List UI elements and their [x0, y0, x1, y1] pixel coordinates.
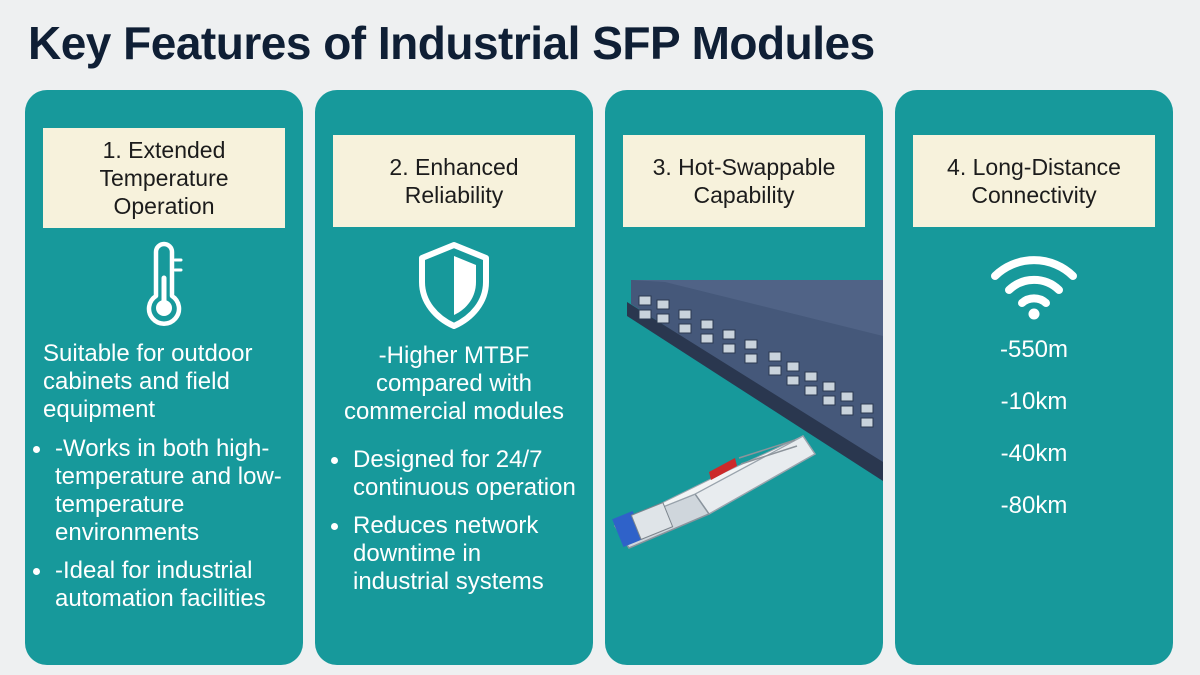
distance-item: -80km — [1000, 492, 1068, 519]
card-bullets-reliability: Designed for 24/7 continuous operation R… — [329, 446, 579, 606]
list-item: Reduces network downtime in industrial s… — [329, 512, 579, 596]
network-switch-with-sfp-module-illustration — [612, 280, 883, 549]
card-bullets-temperature: -Works in both high-temperature and low-… — [31, 435, 295, 623]
distance-list: -550m -10km -40km -80km — [895, 336, 1173, 544]
card-header-hot-swap: 3. Hot-Swappable Capability — [623, 135, 865, 227]
feature-card-temperature: 1. Extended Temperature Operation Suitab… — [25, 90, 303, 665]
feature-card-hot-swap: 3. Hot-Swappable Capability — [605, 90, 883, 665]
feature-card-long-distance: 4. Long-Distance Connectivity -550m -10k… — [895, 90, 1173, 665]
wifi-icon — [991, 256, 1077, 320]
list-item: -Works in both high-temperature and low-… — [31, 435, 295, 547]
feature-card-reliability: 2. Enhanced Reliability -Higher MTBF com… — [315, 90, 593, 665]
card-intro-temperature: Suitable for outdoor cabinets and field … — [43, 340, 253, 423]
card-header-long-distance: 4. Long-Distance Connectivity — [913, 135, 1155, 227]
distance-item: -10km — [1000, 388, 1068, 415]
list-item: -Ideal for industrial automation facilit… — [31, 557, 295, 613]
thermometer-icon — [146, 241, 183, 326]
card-header-reliability: 2. Enhanced Reliability — [333, 135, 575, 227]
card-intro-reliability: -Higher MTBF compared with commercial mo… — [343, 342, 565, 425]
shield-icon — [419, 242, 489, 329]
distance-item: -40km — [1000, 440, 1068, 467]
list-item: Designed for 24/7 continuous operation — [329, 446, 579, 502]
card-header-temperature: 1. Extended Temperature Operation — [43, 128, 285, 228]
distance-item: -550m — [999, 336, 1069, 363]
page-title: Key Features of Industrial SFP Modules — [28, 17, 875, 69]
